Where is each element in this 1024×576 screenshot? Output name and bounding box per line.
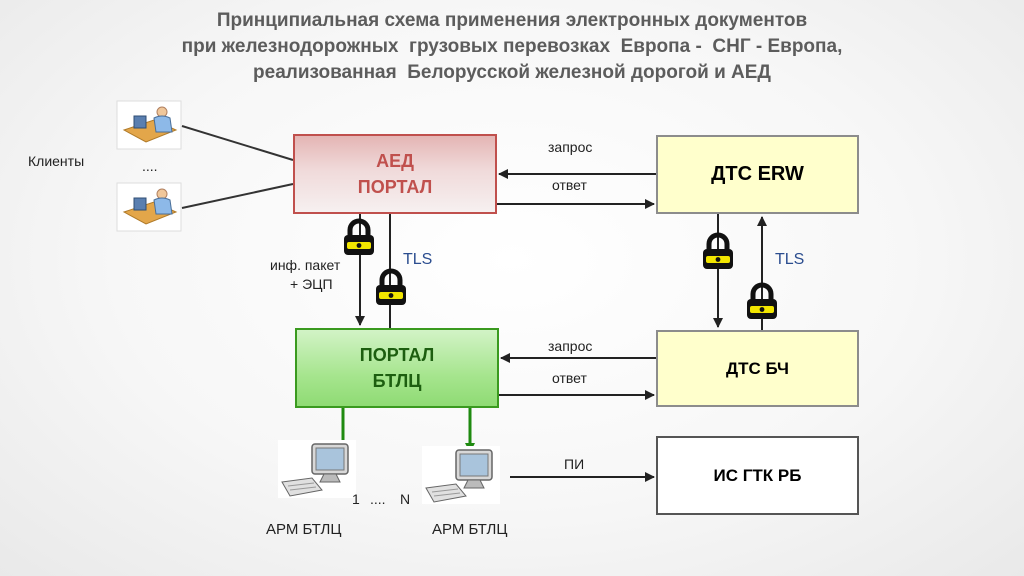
dts-bch-box: ДТС БЧ (656, 330, 859, 407)
dts-erw-label: ДТС ERW (711, 163, 804, 185)
clients-ellipsis: .... (142, 158, 158, 174)
ecp-label: + ЭЦП (290, 276, 333, 292)
lock-icon (376, 268, 406, 305)
dts-erw-box: ДТС ERW (656, 135, 859, 214)
top-request-label: запрос (548, 139, 593, 155)
client-user-icon (116, 182, 182, 232)
arm-btlc-label-2: АРМ БТЛЦ (432, 521, 508, 538)
lock-icon (703, 232, 733, 269)
clients-label: Клиенты (28, 153, 85, 169)
is-gtk-label: ИС ГТК РБ (713, 465, 802, 485)
lock-icon (747, 282, 777, 319)
pi-label: ПИ (564, 456, 585, 472)
btlc-portal-line-2: БТЛЦ (372, 371, 422, 391)
lock-icon (344, 218, 374, 255)
workstation-computer-icon (422, 446, 500, 504)
workstation-range-dots: .... (370, 491, 386, 507)
is-gtk-box: ИС ГТК РБ (656, 436, 859, 515)
client-1-link (181, 125, 294, 161)
btlc-portal-line-1: ПОРТАЛ (359, 345, 435, 365)
aed-portal-box: АЕД ПОРТАЛ (293, 134, 497, 214)
title-line-3: реализованная Белорусской железной дорог… (253, 62, 771, 83)
aed-portal-line-1: АЕД (376, 151, 414, 171)
inf-packet-label: инф. пакет (270, 257, 341, 273)
arm-btlc-label-1: АРМ БТЛЦ (266, 521, 342, 538)
workstation-range-end: N (400, 491, 411, 507)
mid-request-label: запрос (548, 338, 593, 354)
aed-portal-line-2: ПОРТАЛ (357, 177, 433, 197)
top-response-label: ответ (552, 177, 587, 193)
dts-bch-label: ДТС БЧ (725, 358, 789, 378)
title-line-2: при железнодорожных грузовых перевозках … (181, 36, 843, 57)
btlc-portal-box: ПОРТАЛ БТЛЦ (295, 328, 499, 408)
client-user-icon (116, 100, 182, 150)
page-title: Принципиальная схема применения электрон… (0, 8, 1024, 86)
tls-left-label: TLS (403, 251, 433, 268)
client-2-link (181, 183, 294, 209)
workstation-computer-icon (278, 440, 356, 498)
mid-response-label: ответ (552, 370, 587, 386)
tls-right-label: TLS (775, 251, 805, 268)
title-line-1: Принципиальная схема применения электрон… (216, 10, 808, 31)
workstation-range-start: 1 (352, 491, 360, 507)
